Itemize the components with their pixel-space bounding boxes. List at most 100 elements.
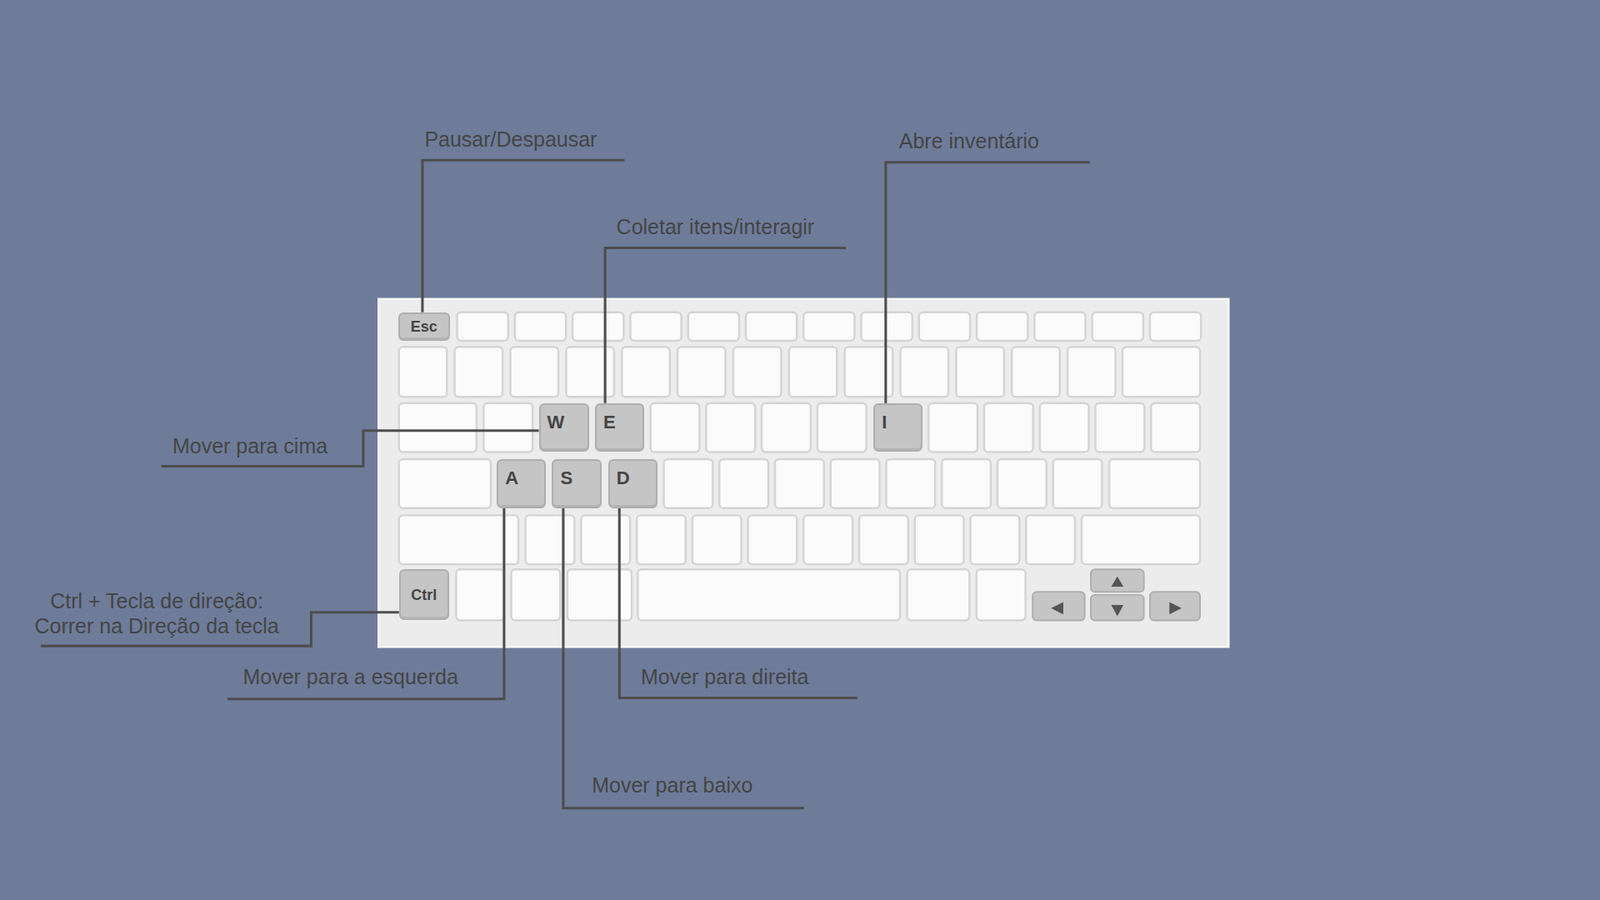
key [970, 515, 1020, 565]
key-highlight: D [608, 459, 658, 509]
arrow-key [1090, 569, 1145, 592]
key [510, 346, 559, 397]
key [997, 459, 1047, 509]
key [1040, 403, 1090, 453]
key [803, 515, 853, 565]
key-letter: I [881, 413, 887, 432]
key [399, 459, 491, 509]
key-letter: A [505, 469, 519, 488]
key [761, 403, 811, 453]
key [483, 403, 533, 453]
keyboard-panel [378, 299, 1229, 648]
leader-line [227, 508, 505, 700]
callout-text: Mover para cima [172, 433, 328, 459]
key-letter: Esc [410, 319, 438, 335]
key [1092, 312, 1144, 341]
leader-line [422, 160, 625, 312]
key [900, 346, 949, 397]
arrow-symbol [1169, 601, 1182, 615]
key [955, 346, 1005, 397]
callout-text: Ctrl + Tecla de direção: Correr na Direç… [25, 588, 289, 639]
key [1053, 459, 1103, 509]
key [455, 346, 504, 397]
leader-lines [40, 160, 1090, 809]
key [941, 459, 991, 509]
arrow-symbol [1110, 605, 1124, 616]
leader-line [563, 508, 805, 809]
key-highlight: W [539, 403, 590, 453]
callout-text: Mover para a esquerda [242, 664, 458, 690]
key [1109, 459, 1200, 509]
key-highlight: S [551, 459, 602, 509]
key [719, 459, 769, 509]
key [1081, 515, 1200, 565]
key [650, 403, 700, 453]
key [885, 459, 935, 509]
key [789, 346, 838, 397]
key [457, 312, 509, 341]
callout-text: Abre inventário [899, 128, 1040, 154]
key-highlight: E [595, 403, 645, 453]
plain-keys [399, 312, 1201, 621]
key [915, 515, 965, 565]
key [705, 403, 755, 453]
key [976, 569, 1026, 620]
key [677, 346, 726, 397]
key [803, 312, 855, 341]
key [1025, 515, 1075, 565]
callout-text: Mover para direita [640, 664, 809, 690]
key [525, 515, 575, 565]
key [637, 569, 900, 620]
key [664, 459, 714, 509]
key [928, 403, 978, 453]
key [1122, 346, 1200, 397]
key [510, 569, 560, 620]
key [984, 403, 1034, 453]
key [580, 515, 630, 565]
key [515, 312, 566, 341]
leader-line [605, 248, 846, 404]
key [907, 569, 970, 620]
arrow-key [1032, 591, 1085, 620]
arrow-symbol [1110, 576, 1124, 587]
key [745, 312, 797, 341]
key-highlight: I [873, 403, 923, 453]
callout-text: Pausar/Despausar [424, 126, 597, 152]
key [817, 403, 867, 453]
arrow-key [1150, 591, 1200, 620]
callout-text: Coletar itens/interagir [616, 214, 815, 240]
arrow-symbol [1050, 601, 1064, 615]
leader-line [160, 430, 539, 467]
key [636, 515, 686, 565]
key [919, 312, 970, 341]
key [859, 515, 909, 565]
key [1034, 312, 1085, 341]
key [1150, 403, 1200, 453]
callout-text: Mover para baixo [591, 772, 753, 798]
key [455, 569, 505, 620]
key-letter: D [616, 469, 630, 488]
arrow-key [1090, 595, 1145, 621]
key [688, 312, 740, 341]
key [572, 312, 624, 341]
key [1067, 346, 1116, 397]
key-letter: S [560, 469, 573, 488]
key [399, 515, 519, 565]
key [399, 346, 448, 397]
key [775, 459, 825, 509]
arrow-keys [1032, 569, 1200, 620]
key-highlight: A [496, 459, 546, 509]
key [1150, 312, 1201, 341]
key-highlight: Ctrl [399, 569, 450, 620]
key [621, 346, 670, 397]
key [1095, 403, 1145, 453]
key [976, 312, 1028, 341]
key [830, 459, 880, 509]
key-letter: Ctrl [410, 587, 437, 603]
key [565, 346, 615, 397]
key-highlight: Esc [398, 312, 450, 341]
key [399, 403, 477, 453]
key [692, 515, 742, 565]
key [733, 346, 782, 397]
key-letter: W [547, 413, 565, 432]
